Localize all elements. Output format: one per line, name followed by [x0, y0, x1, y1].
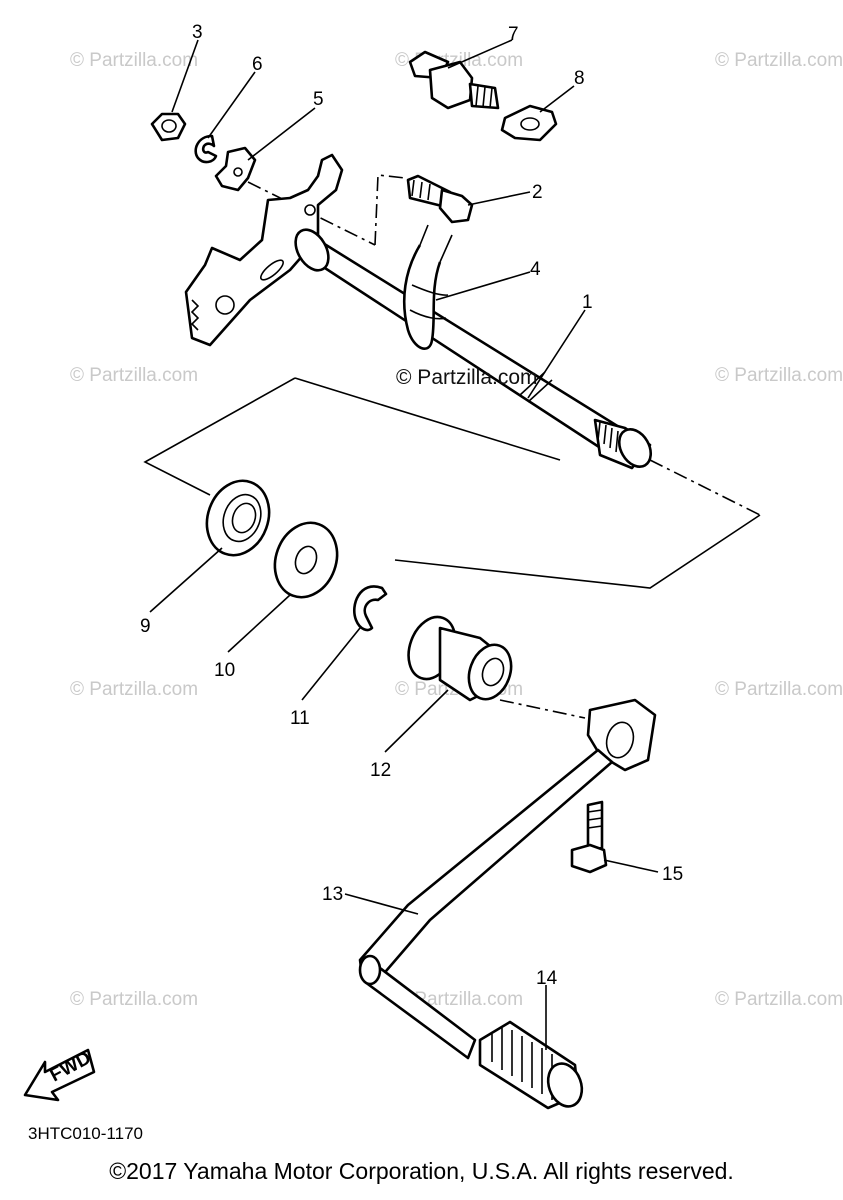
- diagram-code: 3HTC010-1170: [28, 1124, 143, 1143]
- callout-9: 9: [140, 616, 151, 637]
- bolt-assembly-line: [374, 174, 406, 246]
- part-3-nut: [150, 112, 187, 142]
- callout-15: 15: [662, 864, 683, 885]
- bracket-line-right: [394, 514, 761, 589]
- watermark: © Partzilla.com: [715, 679, 843, 700]
- callout-2: 2: [532, 182, 543, 203]
- callout-12: 12: [370, 760, 391, 781]
- part-13-shift-pedal: [358, 698, 657, 1060]
- part-10-washer: [273, 521, 339, 599]
- part-14-pedal-rubber: [478, 1020, 584, 1110]
- watermark: © Partzilla.com: [715, 989, 843, 1010]
- callout-11: 11: [290, 708, 310, 729]
- shaft-end-line: [649, 459, 761, 516]
- watermark-center: © Partzilla.com: [396, 366, 538, 389]
- part-5-plate: [214, 146, 257, 192]
- callout-leader-lines: [149, 39, 659, 1050]
- copyright-notice: ©2017 Yamaha Motor Corporation, U.S.A. A…: [109, 1158, 734, 1184]
- watermark: © Partzilla.com: [70, 365, 198, 386]
- callout-13: 13: [322, 884, 343, 905]
- callout-10: 10: [214, 660, 235, 681]
- shift-arm-assembly: [184, 153, 344, 347]
- part-9-oil-seal: [205, 479, 271, 557]
- callout-numbers: 3 6 5 7 8 2 4 1 9 10 11 12 13 14 15: [140, 22, 683, 989]
- part-12-collar: [407, 615, 513, 702]
- bracket-line-top: [294, 377, 561, 461]
- part-8-lock-washer: [500, 104, 558, 142]
- part-4-spring: [402, 224, 453, 350]
- part-6-circlip: [194, 134, 218, 164]
- callout-8: 8: [574, 68, 585, 89]
- part-15-bolt: [570, 800, 608, 874]
- callout-7: 7: [508, 24, 519, 45]
- part-1-shift-shaft: [294, 228, 653, 470]
- callout-6: 6: [252, 54, 263, 75]
- lever-assembly-line: [499, 699, 586, 719]
- part-11-circlip: [353, 585, 388, 632]
- part-2-bolt: [406, 174, 474, 224]
- watermark: © Partzilla.com: [70, 989, 198, 1010]
- watermark: © Partzilla.com: [715, 365, 843, 386]
- callout-5: 5: [313, 89, 324, 110]
- callout-14: 14: [536, 968, 558, 989]
- watermark: © Partzilla.com: [715, 50, 843, 71]
- watermark: © Partzilla.com: [70, 50, 198, 71]
- plate-assembly-line: [247, 181, 376, 246]
- assembly-lines: [143, 174, 761, 719]
- callout-1: 1: [582, 292, 593, 313]
- part-7-stud-bolt: [408, 50, 500, 110]
- watermark: © Partzilla.com: [70, 679, 198, 700]
- fwd-arrow-icon: FWD: [23, 1048, 96, 1102]
- callout-4: 4: [530, 259, 541, 280]
- callout-3: 3: [192, 22, 203, 43]
- bracket-line-left: [143, 377, 296, 496]
